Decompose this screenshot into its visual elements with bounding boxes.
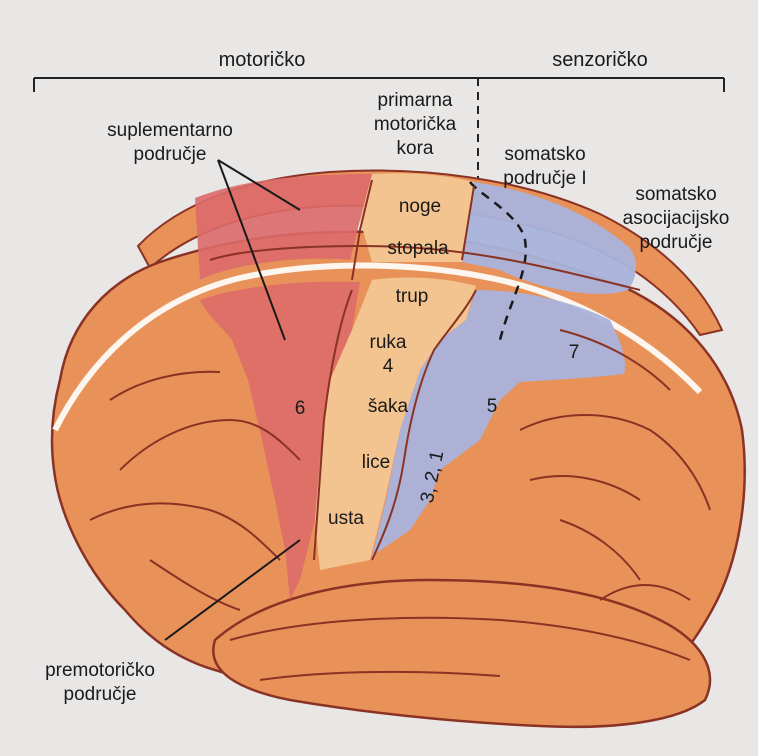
region-saka: šaka: [368, 396, 409, 417]
label-somatic-1: somatsko: [504, 144, 585, 165]
region-area6: 6: [295, 398, 306, 419]
label-somatic-2: područje I: [503, 168, 586, 189]
label-supplementary-2: područje: [134, 144, 207, 165]
header-sensory-label: senzoričko: [552, 49, 648, 71]
label-supplementary-1: suplementarno: [107, 120, 233, 141]
region-lice: lice: [362, 452, 391, 473]
region-usta: usta: [328, 508, 364, 529]
header-motor-label: motoričko: [219, 49, 306, 71]
region-ruka: ruka: [370, 332, 407, 353]
region-area4: 4: [383, 356, 394, 377]
label-assoc-2: asocijacijsko: [623, 208, 730, 229]
label-premotor-2: područje: [64, 684, 137, 705]
region-trup: trup: [396, 286, 429, 307]
label-primary-motor-1: primarna: [378, 90, 453, 111]
label-primary-motor-3: kora: [397, 138, 434, 159]
region-area5: 5: [487, 396, 498, 417]
region-area7: 7: [569, 342, 580, 363]
label-premotor-1: premotoričko: [45, 660, 155, 681]
label-primary-motor-2: motorička: [374, 114, 457, 135]
region-noge: noge: [399, 196, 441, 217]
label-assoc-3: područje: [640, 232, 713, 253]
region-stopala: stopala: [387, 238, 449, 259]
label-assoc-1: somatsko: [635, 184, 716, 205]
